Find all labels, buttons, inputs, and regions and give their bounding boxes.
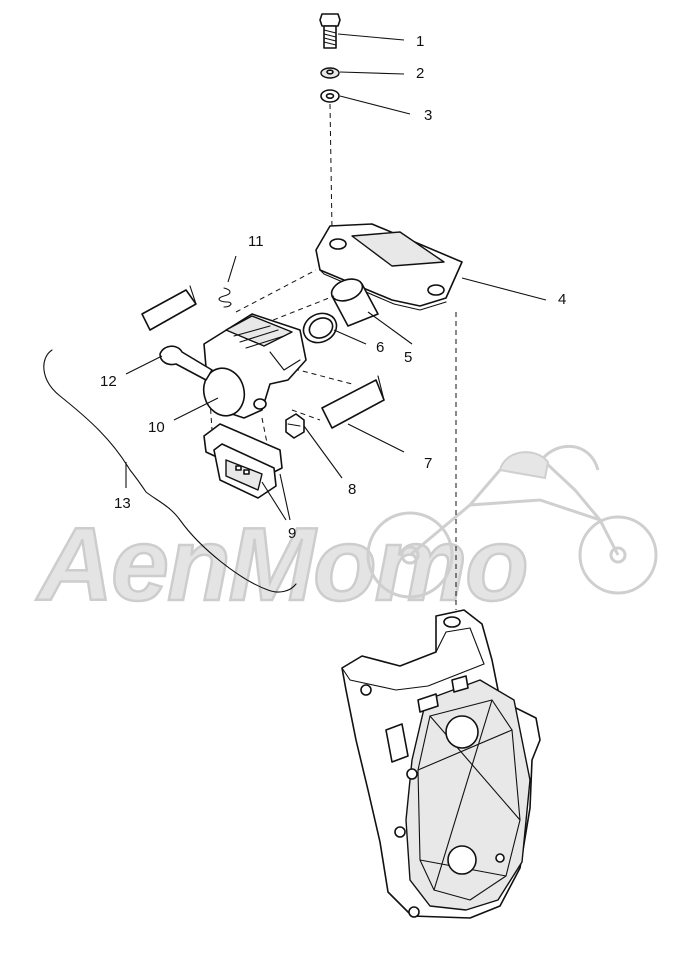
caliper-body [202, 313, 307, 419]
callout-1: 1 [416, 33, 424, 50]
callout-13: 13 [114, 495, 131, 512]
callout-12: 12 [100, 373, 117, 390]
callout-11: 11 [248, 233, 264, 250]
callout-labels: 1 2 3 4 5 6 7 8 9 10 11 12 13 [100, 33, 566, 542]
callout-3: 3 [424, 107, 432, 124]
callout-5: 5 [404, 349, 412, 366]
pad-shim-upper [141, 285, 197, 331]
lock-washer [320, 67, 340, 79]
pad-shim-lower [321, 375, 385, 429]
callout-10: 10 [148, 419, 165, 436]
watermark-text: AenMomo [35, 507, 527, 623]
spring-clip [218, 287, 232, 308]
caliper-mounting-bracket [315, 223, 463, 311]
callout-7: 7 [424, 455, 432, 472]
flat-washer [320, 89, 340, 103]
callout-8: 8 [348, 481, 356, 498]
piston-seal [302, 312, 338, 344]
bolt [319, 13, 341, 49]
callout-4: 4 [558, 291, 566, 308]
watermark: AenMomo [34, 445, 658, 624]
brake-pad-inner [213, 443, 277, 499]
caliper-piston [330, 278, 379, 327]
caliper-pin [159, 345, 213, 381]
leader-lines [125, 33, 547, 521]
callout-9: 9 [288, 525, 296, 542]
bleeder-valve [285, 413, 305, 439]
callout-6: 6 [376, 339, 384, 356]
chaincase-housing [341, 609, 541, 919]
caliper-assembly-outline [43, 349, 297, 593]
watermark-motorcycle-icon [366, 445, 658, 599]
callout-2: 2 [416, 65, 424, 82]
